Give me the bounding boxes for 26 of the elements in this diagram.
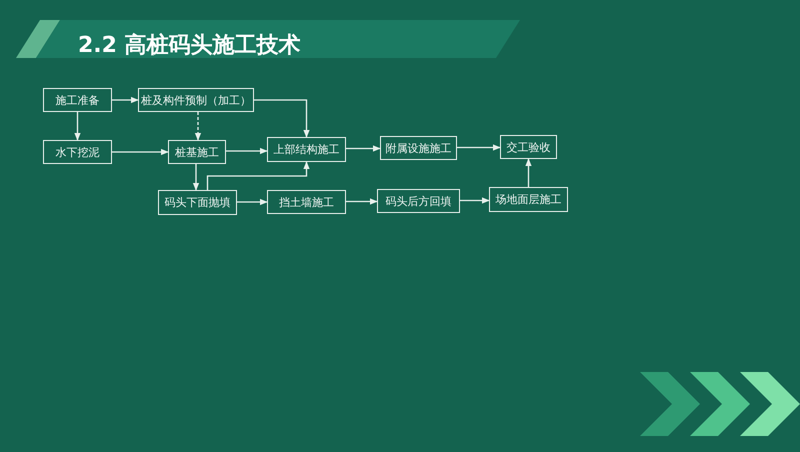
process-box: 挡土墙施工 (267, 190, 346, 214)
arrow (237, 198, 268, 206)
process-box: 场地面层施工 (489, 187, 568, 212)
arrow (254, 99, 310, 138)
arrow (525, 158, 532, 187)
process-box: 施工准备 (43, 88, 112, 112)
arrow (226, 148, 268, 154)
arrow (460, 197, 490, 204)
process-box: 上部结构施工 (267, 137, 346, 162)
arrow (206, 161, 310, 190)
arrow (112, 96, 139, 104)
arrow (112, 148, 169, 156)
process-box: 桩基施工 (168, 140, 226, 164)
arrow (74, 112, 81, 141)
title: 2.2 高桩码头施工技术 (78, 32, 301, 60)
arrow (194, 112, 202, 141)
arrow (346, 145, 381, 152)
process-box: 桩及构件预制（加工） (138, 88, 254, 112)
process-box: 水下挖泥 (43, 140, 112, 164)
process-box: 附属设施施工 (380, 136, 457, 160)
process-box: 码头下面抛填 (158, 190, 237, 215)
process-box: 码头后方回填 (377, 189, 460, 213)
arrow (457, 144, 501, 151)
arrow (192, 164, 200, 191)
process-box: 交工验收 (500, 135, 557, 159)
arrow (346, 198, 378, 205)
